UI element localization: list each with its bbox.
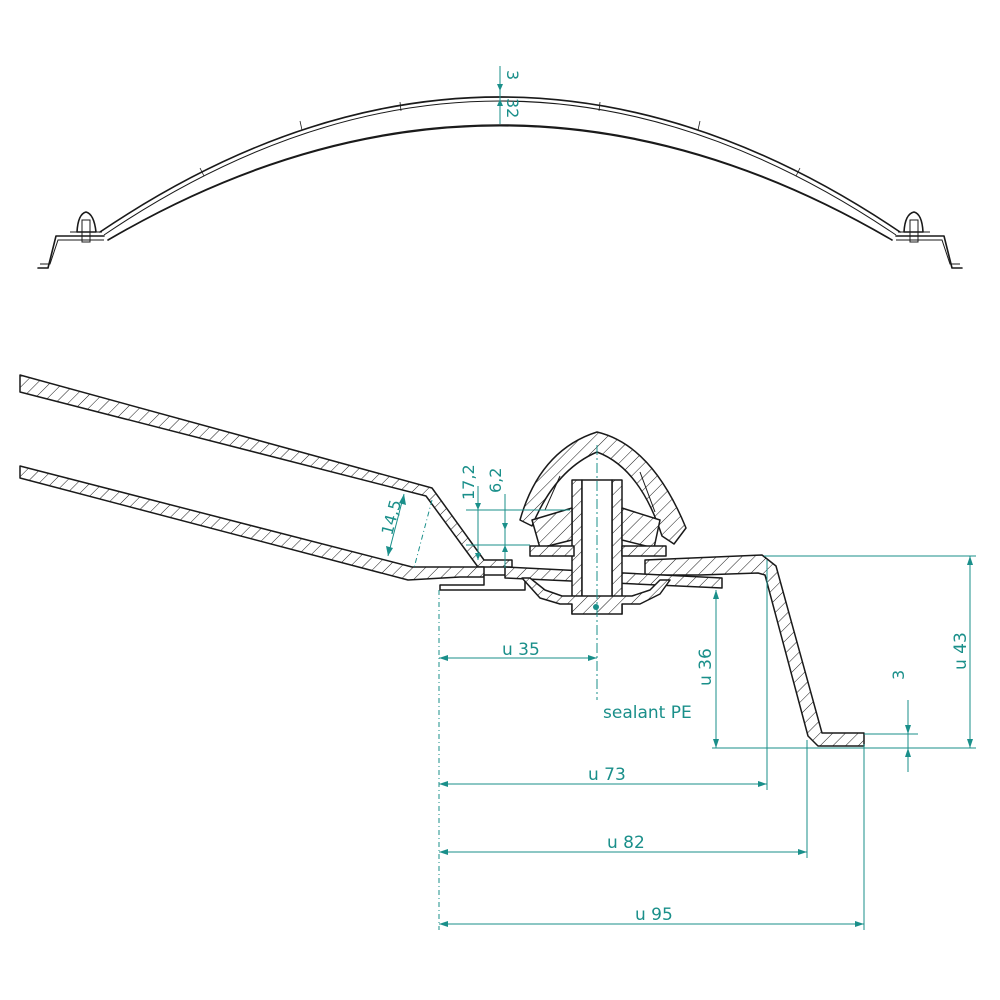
dim-36: u 36 [696, 590, 976, 749]
bolt-wing-left [531, 507, 573, 549]
dim-36-label: u 36 [696, 648, 716, 686]
dome-overview: 3 32 [37, 66, 963, 269]
panel-thickness-label: 14,5 [378, 498, 406, 537]
dim-73: u 73 [439, 765, 767, 787]
dome-height-label: 32 [503, 98, 522, 118]
sealant-point [593, 604, 599, 610]
gap-small-label: 6,2 [486, 468, 505, 493]
connector-cap [519, 431, 687, 545]
gap-large-label: 17,2 [459, 464, 478, 500]
dim-3: 3 [864, 670, 918, 772]
dim-panel-thickness: 14,5 [378, 493, 433, 569]
dim-gap-heights: 17,2 6,2 [459, 464, 570, 568]
inner-panel-wall [19, 465, 485, 581]
dim-43-label: u 43 [951, 632, 971, 670]
nut [521, 577, 671, 615]
bolt-assembly [521, 445, 671, 700]
dim-82: u 82 [439, 833, 807, 855]
upstand-frame [644, 554, 865, 747]
dim-35-label: u 35 [502, 640, 540, 660]
dim-82-label: u 82 [607, 833, 645, 853]
left-connector [70, 211, 102, 243]
bolt-body-right [611, 479, 623, 615]
dome-top-dimension: 3 32 [497, 66, 522, 124]
washer-left [529, 545, 575, 557]
edge-detail: 14,5 17,2 6,2 u 35 sealant PE [19, 374, 976, 930]
dim-95: u 95 [439, 905, 864, 927]
dim-3-label: 3 [889, 670, 908, 680]
dome-ribs [199, 101, 801, 177]
dome-thickness-label: 3 [503, 70, 522, 80]
dim-43: u 43 [764, 555, 976, 748]
right-connector [898, 211, 930, 243]
washer-right [621, 545, 667, 557]
sealant-label: sealant PE [603, 703, 692, 723]
dim-35: u 35 [439, 640, 597, 661]
dim-73-label: u 73 [588, 765, 626, 785]
dim-95-label: u 95 [635, 905, 673, 925]
